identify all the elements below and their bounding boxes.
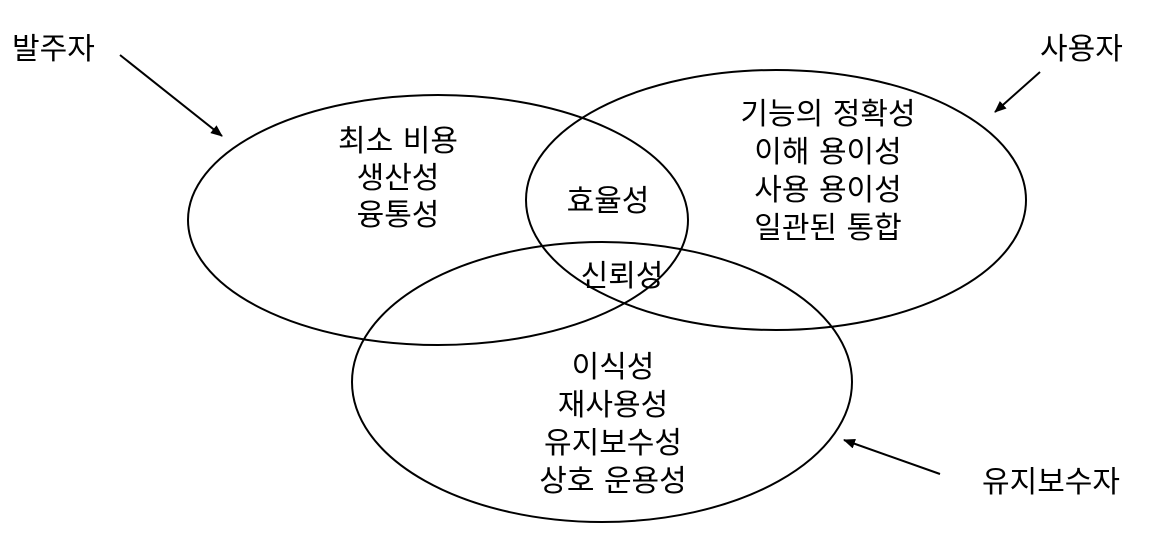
- user-quality-2: 이해 용이성: [754, 135, 902, 170]
- maintainer-quality-3: 유지보수성: [544, 426, 682, 461]
- user-label: 사용자: [1040, 32, 1123, 67]
- user-arrow: [994, 71, 1041, 113]
- reliability-label: 신뢰성: [581, 259, 664, 294]
- maintainer-quality-2: 재사용성: [558, 388, 668, 423]
- client-arrow: [119, 54, 223, 137]
- maintainer-arrow: [843, 438, 941, 475]
- client-ellipse: [187, 94, 689, 346]
- user-quality-1: 기능의 정확성: [740, 97, 915, 132]
- client-quality-2: 생산성: [357, 161, 440, 196]
- client-quality-1: 최소 비용: [338, 124, 458, 159]
- maintainer-ellipse: [351, 241, 853, 523]
- client-label: 발주자: [12, 32, 95, 67]
- user-ellipse: [525, 69, 1027, 331]
- maintainer-quality-4: 상호 운용성: [539, 464, 687, 499]
- maintainer-label: 유지보수자: [982, 465, 1120, 500]
- user-quality-3: 사용 용이성: [754, 173, 902, 208]
- client-quality-3: 융통성: [357, 198, 440, 233]
- maintainer-quality-1: 이식성: [572, 350, 655, 385]
- user-quality-4: 일관된 통합: [754, 211, 902, 246]
- efficiency-label: 효율성: [567, 184, 650, 219]
